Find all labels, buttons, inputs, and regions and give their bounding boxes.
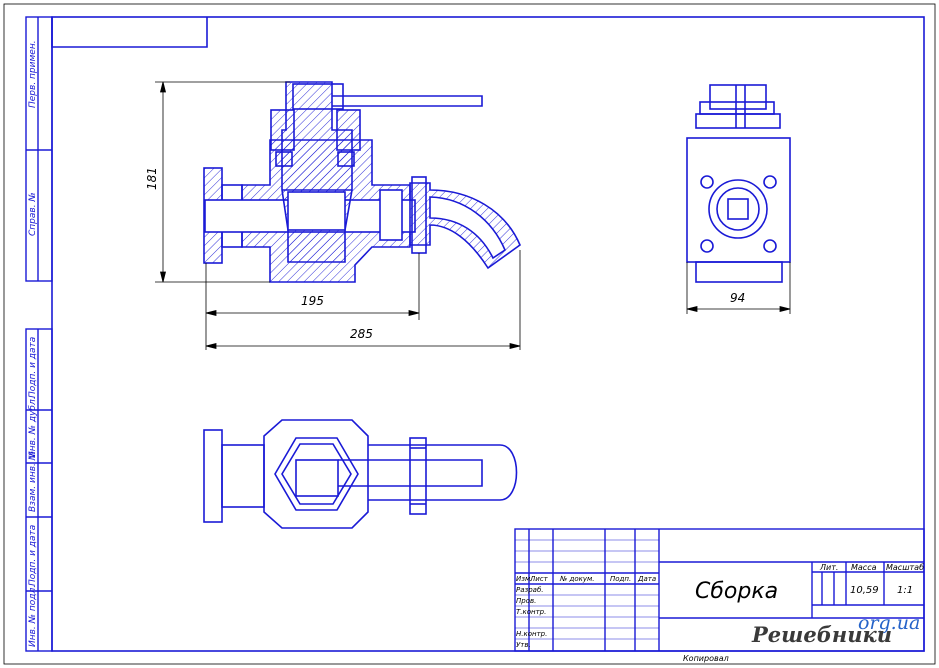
masshtab-label: Масштаб	[886, 563, 924, 572]
front-section-view	[203, 81, 521, 283]
massa-label: Масса	[851, 563, 877, 572]
dim-length-total: 285	[350, 327, 373, 341]
row-nkontr: Н.контр.	[516, 630, 547, 638]
label-perv-primen: Перв. примен.	[28, 40, 38, 108]
massa-value: 10,59	[850, 585, 879, 596]
col-docum: № докум.	[559, 575, 595, 583]
top-view	[203, 419, 518, 529]
masshtab-value: 1:1	[897, 585, 913, 596]
side-stamp-top	[25, 16, 53, 282]
sheet-frame	[3, 3, 936, 665]
label-vzam-inv: Взам. инв. №	[28, 451, 38, 512]
front-dimensions	[155, 81, 521, 350]
side-dimensions	[686, 262, 791, 314]
row-utv: Утв.	[516, 641, 531, 649]
dim-width: 94	[730, 291, 745, 305]
side-stamp-labels: Перв. примен. Справ. № Подп. и дата Инв.…	[28, 40, 38, 647]
dim-height: 181	[145, 167, 159, 190]
title-block	[514, 528, 925, 652]
watermark-name: Решебники	[752, 622, 892, 647]
row-razrab: Разраб.	[516, 586, 544, 594]
col-data: Дата	[637, 575, 656, 583]
kopiroval-label: Копировал	[683, 654, 729, 663]
drawing-title: Сборка	[695, 579, 778, 604]
label-podp-data-2: Подп. и дата	[28, 525, 38, 586]
row-prov: Пров.	[516, 597, 536, 605]
watermark-domain: org.ua	[858, 612, 921, 634]
side-stamp-bottom	[25, 328, 53, 652]
col-list: Лист	[529, 575, 549, 583]
title-block-labels: Изм. Лист № докум. Подп. Дата Разраб. Пр…	[516, 563, 924, 663]
front-dimension-labels: 181 195 285	[145, 167, 373, 341]
label-inv-podl: Инв. № подл.	[28, 585, 38, 647]
label-sprav-no: Справ. №	[28, 192, 38, 236]
lit-label: Лит.	[819, 563, 838, 572]
col-podp: Подп.	[610, 575, 631, 583]
label-inv-dubl: Инв. № дубл.	[28, 396, 38, 458]
row-tkontr: Т.контр.	[516, 608, 546, 616]
dim-length-inner: 195	[301, 294, 324, 308]
col-izm: Изм.	[516, 575, 532, 583]
drawing-frame	[51, 16, 925, 652]
label-podp-data-1: Подп. и дата	[28, 337, 38, 398]
side-view	[686, 84, 791, 283]
